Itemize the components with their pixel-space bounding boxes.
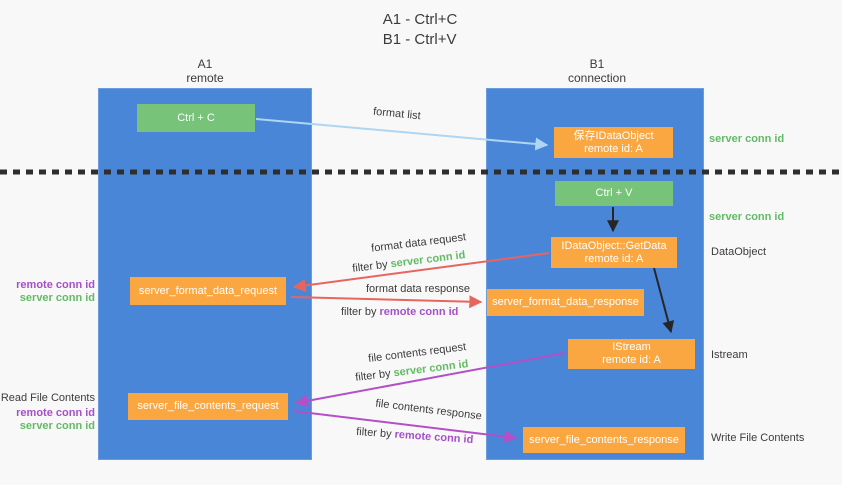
- side-label-server-conn-id-mid: server conn id: [709, 211, 785, 223]
- label-filter-by-remote-conn-id-1: filter by remote conn id: [341, 306, 458, 319]
- node-server-file-contents-response-label: server_file_contents_response: [529, 433, 679, 446]
- label-filter-by-remote-conn-id-2: filter by remote conn id: [356, 426, 474, 447]
- column-header-b1: B1 connection: [568, 57, 626, 85]
- column-header-a1: A1 remote: [186, 57, 223, 85]
- label-filter-by-text-2: filter by: [341, 306, 377, 318]
- node-server-file-contents-request: server_file_contents_request: [128, 393, 288, 420]
- node-save-idataobject-line1: 保存IDataObject: [573, 129, 654, 142]
- node-ctrl-v-label: Ctrl + V: [595, 187, 633, 199]
- node-server-format-data-response-label: server_format_data_response: [492, 296, 639, 308]
- label-server-conn-id-text-1: server conn id: [389, 249, 466, 271]
- diagram-title: A1 - Ctrl+C B1 - Ctrl+V: [383, 10, 458, 50]
- node-ctrl-c: Ctrl + C: [137, 104, 255, 132]
- title-line-b1: B1 - Ctrl+V: [382, 31, 457, 48]
- column-a1-name: A1: [197, 57, 213, 71]
- label-format-data-response: format data response: [366, 283, 470, 295]
- label-file-contents-response: file contents response: [374, 397, 483, 423]
- label-filter-by-server-conn-id-1: filter by server conn id: [352, 249, 466, 276]
- node-server-file-contents-request-label: server_file_contents_request: [137, 400, 279, 412]
- node-save-idataobject: 保存IDataObject remote id: A: [554, 127, 673, 158]
- node-istream-line1: IStream: [612, 341, 651, 353]
- side-label-conn-ids-lower: remote conn id server conn id: [0, 407, 95, 433]
- node-server-format-data-request-label: server_format_data_request: [138, 284, 278, 297]
- label-filter-by-text-4: filter by: [355, 425, 392, 441]
- label-format-list: format list: [372, 105, 422, 123]
- node-ctrl-v: Ctrl + V: [555, 181, 673, 206]
- column-b1-name: B1: [589, 57, 605, 71]
- side-label-server-conn-id-top: server conn id: [709, 133, 785, 145]
- side-label-dataobject: DataObject: [711, 246, 767, 258]
- node-istream-line2: remote id: A: [602, 354, 661, 366]
- label-filter-by-text-3: filter by: [354, 367, 392, 384]
- side-label-read-file-contents: Read File Contents: [0, 392, 95, 404]
- arrow-format-data-response: [290, 295, 483, 309]
- node-idataobject-getdata-line2: remote id: A: [584, 252, 644, 265]
- node-server-file-contents-response: server_file_contents_response: [523, 427, 685, 453]
- label-remote-conn-id-text-2: remote conn id: [394, 428, 474, 447]
- label-filter-by-text-1: filter by: [351, 258, 389, 275]
- side-label-server-conn-id-upper: server conn id: [19, 292, 95, 304]
- side-label-conn-ids-upper: remote conn id server conn id: [0, 279, 95, 305]
- node-idataobject-getdata: IDataObject::GetData remote id: A: [551, 237, 677, 268]
- side-label-istream: Istream: [711, 349, 748, 361]
- node-save-idataobject-line2: remote id: A: [584, 142, 643, 155]
- title-line-a1: A1 - Ctrl+C: [382, 11, 458, 28]
- node-idataobject-getdata-line1: IDataObject::GetData: [561, 239, 667, 252]
- side-label-server-conn-id-lower: server conn id: [19, 420, 95, 432]
- column-a1-subtitle: remote: [186, 71, 224, 85]
- node-server-format-data-response: server_format_data_response: [487, 289, 644, 316]
- node-istream: IStream remote id: A: [568, 339, 695, 369]
- side-label-remote-conn-id-upper: remote conn id: [16, 279, 95, 291]
- side-label-remote-conn-id-lower: remote conn id: [16, 407, 95, 419]
- node-ctrl-c-label: Ctrl + C: [177, 111, 215, 124]
- column-b1-subtitle: connection: [567, 71, 627, 85]
- label-remote-conn-id-text-1: remote conn id: [379, 306, 459, 318]
- node-server-format-data-request: server_format_data_request: [130, 277, 286, 305]
- side-label-write-file-contents: Write File Contents: [711, 432, 805, 444]
